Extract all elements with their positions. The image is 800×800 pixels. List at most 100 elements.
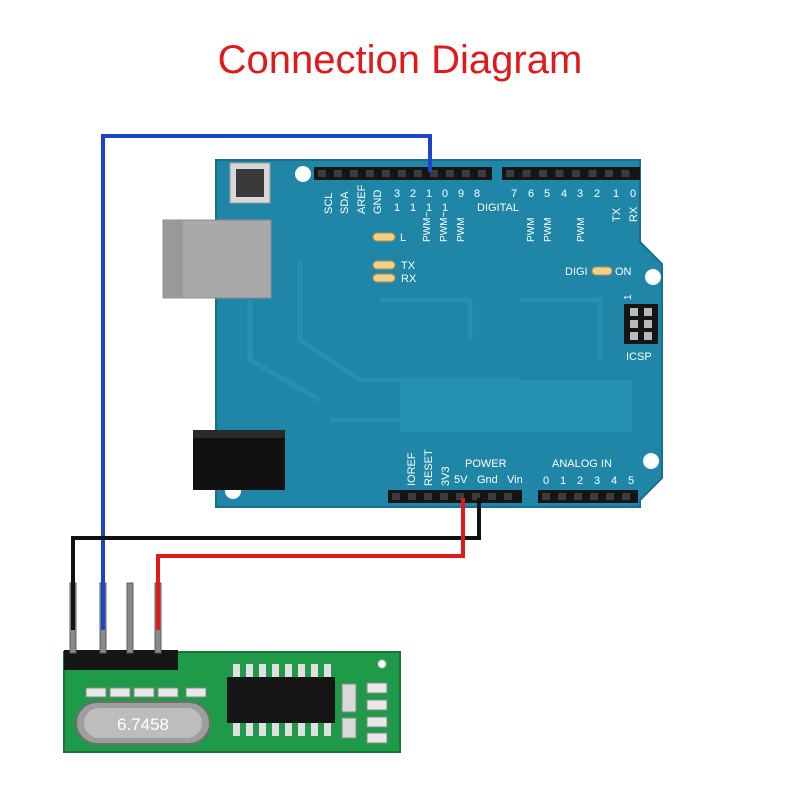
- header-pin: [334, 170, 342, 177]
- header-pin: [318, 170, 326, 177]
- rx-pin-label: RX: [628, 206, 640, 222]
- analog-in-label: ANALOG IN: [552, 458, 612, 470]
- icsp-pin: [644, 320, 652, 328]
- header-pin: [555, 170, 564, 177]
- power-led-text: DIGI: [565, 266, 588, 278]
- header-pin: [392, 493, 400, 500]
- receiver-ic: [227, 664, 335, 736]
- smd-component: [109, 687, 131, 698]
- header-pin: [408, 493, 416, 500]
- power-wire: [156, 498, 465, 630]
- digital-pin-number: 3: [577, 188, 583, 200]
- led-tx: TX: [372, 260, 416, 272]
- ic-leg: [285, 722, 292, 736]
- analog-pin-number: 5: [628, 475, 634, 487]
- header-pin: [430, 170, 438, 177]
- pwm-label: PWM: [576, 218, 587, 242]
- usb-connector: [162, 219, 272, 299]
- ic-leg: [272, 722, 279, 736]
- mounting-hole: [643, 453, 659, 469]
- header-pin: [446, 170, 454, 177]
- digital-pin-number: 4: [561, 188, 567, 200]
- header-pin-label: SDA: [339, 191, 351, 214]
- ic-leg: [285, 664, 292, 678]
- header-pin: [456, 493, 464, 500]
- digital-pin-number: 1: [410, 202, 416, 214]
- module-hole: [377, 659, 387, 669]
- signal-wire: [101, 134, 432, 630]
- crystal-label: 6.7458: [117, 715, 169, 734]
- analog-pin-number: 3: [594, 475, 600, 487]
- smd-component: [366, 716, 388, 728]
- header-pin: [424, 493, 432, 500]
- led-rx: RX: [372, 273, 417, 285]
- power-jack: [193, 430, 285, 490]
- icsp-pin: [644, 332, 652, 340]
- module-header: [64, 650, 178, 670]
- power-pin-label: IOREF: [406, 452, 418, 486]
- digital-pin-number: 1: [394, 202, 400, 214]
- header-pin: [605, 170, 613, 177]
- analog-pin-number: 0: [543, 475, 549, 487]
- header-pin-label: AREF: [356, 184, 368, 214]
- digital-pin-number: 3: [394, 188, 400, 200]
- ic-leg: [298, 664, 305, 678]
- digital-label: DIGITAL: [477, 202, 519, 214]
- header-pin: [504, 493, 512, 500]
- smd-component: [185, 687, 207, 698]
- icsp-pin: [630, 332, 638, 340]
- ic-leg: [298, 722, 305, 736]
- smd-component: [366, 732, 388, 744]
- icsp-pin: [630, 308, 638, 316]
- header-pin: [622, 493, 630, 500]
- digital-pin-number: 6: [528, 188, 534, 200]
- digital-pin-number: 2: [410, 188, 416, 200]
- mounting-hole: [295, 166, 311, 182]
- ic-leg: [324, 664, 331, 678]
- header-pin-label: SCL: [323, 193, 335, 214]
- wires: [71, 134, 481, 630]
- header-pin: [488, 493, 496, 500]
- ic-leg: [233, 722, 240, 736]
- header-pin: [621, 170, 630, 177]
- header-pin: [478, 170, 486, 177]
- header-pin: [440, 493, 448, 500]
- rf-receiver-module: 6.7458: [63, 582, 401, 753]
- led-on: DIGI ON: [565, 266, 632, 278]
- icsp-label: ICSP: [626, 351, 652, 363]
- power-pin-label: 5V: [454, 474, 468, 486]
- header-pin: [414, 170, 422, 177]
- ic-leg: [324, 722, 331, 736]
- digital-pin-number: 0: [630, 188, 636, 200]
- header-pin: [539, 170, 547, 177]
- ground-wire: [71, 498, 481, 630]
- digital-pin-number: 0: [442, 188, 448, 200]
- header-pin: [366, 170, 374, 177]
- digital-pin-number: 9: [458, 188, 464, 200]
- smd-component: [157, 687, 179, 698]
- icsp-pin-one-label: 1: [623, 294, 634, 300]
- diagram-title: Connection Diagram: [217, 38, 583, 82]
- header-pin: [398, 170, 406, 177]
- module-pin: [126, 582, 134, 654]
- power-pin-label: Vin: [507, 474, 523, 486]
- crystal-oscillator: 6.7458: [75, 701, 211, 745]
- led-on-label: ON: [615, 266, 632, 278]
- led-l: L: [372, 232, 406, 244]
- analog-pin-number: 2: [577, 475, 583, 487]
- header-pin: [572, 170, 580, 177]
- icsp-header: 1 ICSP: [623, 294, 658, 363]
- mounting-hole: [645, 269, 661, 285]
- header-pin: [350, 170, 358, 177]
- icsp-pin: [644, 308, 652, 316]
- digital-pin-number: 1: [613, 188, 619, 200]
- ic-leg: [259, 664, 266, 678]
- tx-pin-label: TX: [611, 207, 623, 222]
- analog-pin-number: 1: [560, 475, 566, 487]
- header-pin: [462, 170, 470, 177]
- power-pin-label: 3V3: [440, 466, 452, 486]
- header-pin: [382, 170, 390, 177]
- smd-component: [341, 717, 357, 739]
- led-rx-label: RX: [401, 273, 417, 285]
